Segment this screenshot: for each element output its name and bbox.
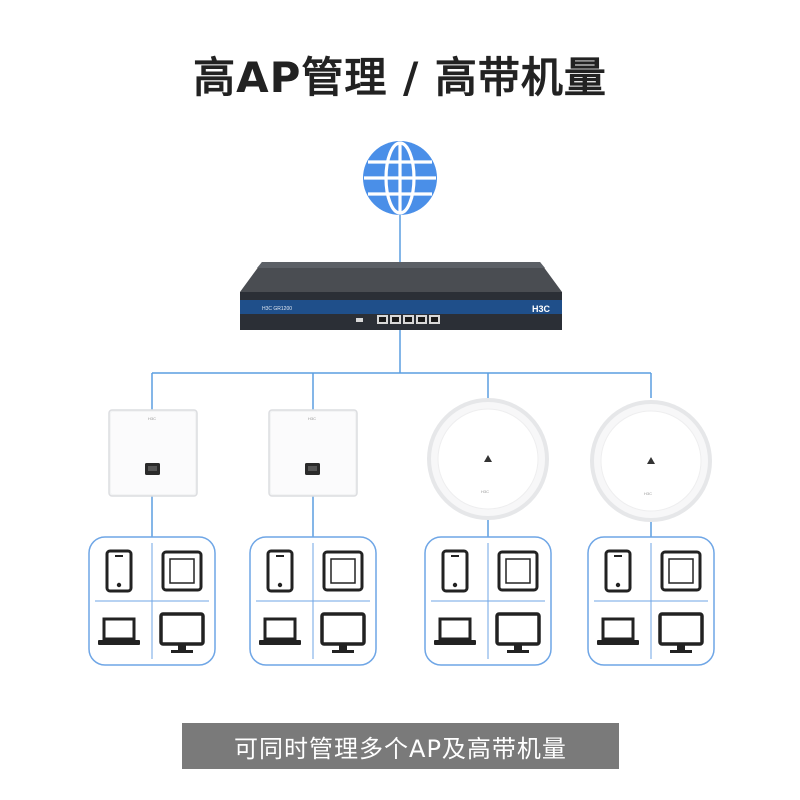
tablet-icon: [497, 550, 539, 592]
device-group-4: [587, 536, 715, 666]
monitor-icon: [658, 612, 704, 655]
monitor-icon: [159, 612, 205, 655]
router-device: H3C GR1200 H3C: [240, 262, 562, 330]
phone-icon: [266, 549, 294, 593]
phone-icon: [441, 549, 469, 593]
laptop-icon: [96, 617, 142, 647]
phone-icon: [105, 549, 133, 593]
access-point-panel-1: H3C: [108, 409, 198, 497]
ap-brand-label: H3C: [644, 491, 652, 496]
ap-brand-label: H3C: [148, 416, 156, 421]
tablet-icon: [161, 550, 203, 592]
device-group-3: [424, 536, 552, 666]
laptop-icon: [432, 617, 478, 647]
ap-brand-label: H3C: [481, 489, 489, 494]
phone-icon: [604, 549, 632, 593]
tablet-icon: [322, 550, 364, 592]
monitor-icon: [495, 612, 541, 655]
ap-brand-label: H3C: [308, 416, 316, 421]
monitor-icon: [320, 612, 366, 655]
access-point-ceiling-1: H3C: [427, 398, 549, 520]
ap-status-triangle-icon: [484, 455, 492, 462]
router-model-label: H3C GR1200: [262, 306, 292, 312]
caption-text: 可同时管理多个AP及高带机量: [234, 734, 567, 763]
caption-bar: 可同时管理多个AP及高带机量: [182, 723, 619, 769]
router-brand-label: H3C: [532, 304, 551, 314]
page-title: 高AP管理 / 高带机量: [193, 53, 607, 102]
access-point-panel-2: H3C: [268, 409, 358, 497]
access-point-ceiling-2: H3C: [590, 400, 712, 522]
laptop-icon: [595, 617, 641, 647]
tablet-icon: [660, 550, 702, 592]
connector-lines: [151, 215, 652, 537]
device-group-2: [249, 536, 377, 666]
laptop-icon: [257, 617, 303, 647]
ap-status-triangle-icon: [647, 457, 655, 464]
device-group-1: [88, 536, 216, 666]
globe-icon: [363, 141, 437, 215]
